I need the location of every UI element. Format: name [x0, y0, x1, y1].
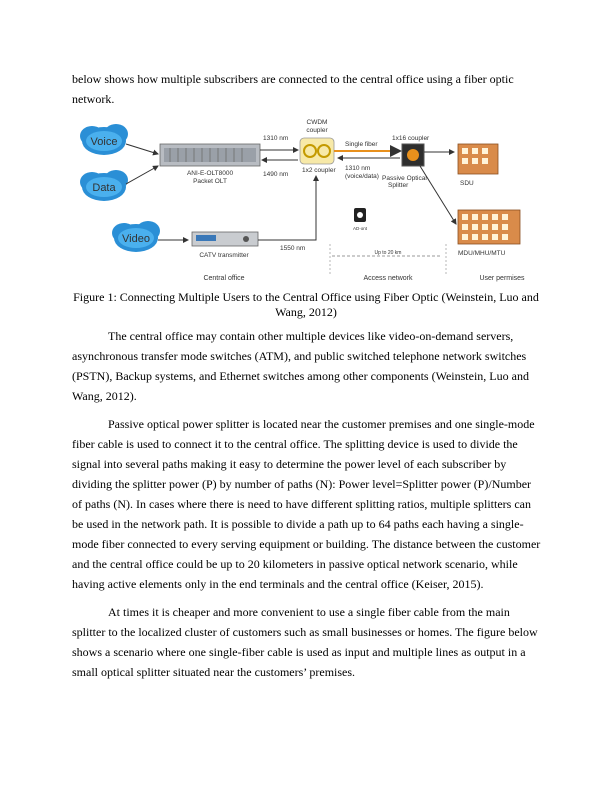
- nm1310-voice-data-label: 1310 nm: [345, 165, 370, 172]
- central-office-label: Central office: [203, 275, 244, 282]
- nm1550-label: 1550 nm: [280, 245, 305, 252]
- pon-network-figure: Voice Data Video: [80, 119, 525, 282]
- cwdm-sublabel: coupler: [306, 127, 328, 134]
- voice-label: Voice: [91, 136, 118, 148]
- splitter-sublabel: Splitter: [388, 182, 409, 189]
- olt-sublabel: Packet OLT: [193, 178, 227, 185]
- cwdm-coupler-icon: [299, 137, 335, 165]
- mdu-label: MDU/MHU/MTU: [458, 250, 506, 257]
- olt-device-icon: [159, 143, 261, 167]
- olt-label: ANI-E-OLT8000: [187, 170, 234, 177]
- data-label: Data: [92, 182, 116, 194]
- sdu-building-icon: [457, 143, 499, 175]
- splitter-label: Passive Optical: [382, 175, 427, 182]
- intro-paragraph: below shows how multiple subscribers are…: [72, 72, 514, 106]
- passive-optical-splitter-icon: [401, 143, 425, 167]
- cwdm-label: CWDM: [307, 119, 328, 126]
- body-paragraph: At times it is cheaper and more convenie…: [72, 605, 538, 679]
- video-cloud-icon: Video: [112, 221, 160, 252]
- ont-device-icon: [354, 208, 366, 222]
- coupler-1x16-label: 1x16 coupler: [392, 135, 430, 142]
- catv-transmitter-icon: [191, 231, 259, 247]
- nm1490-label: 1490 nm: [263, 171, 288, 178]
- access-network-label: Access network: [363, 275, 413, 282]
- mdu-building-icon: [457, 209, 521, 245]
- voice-data-label: (voice/data): [345, 173, 379, 180]
- body-paragraph: The central office may contain other mul…: [72, 329, 529, 403]
- body-paragraph: Passive optical power splitter is locate…: [72, 417, 541, 591]
- catv-label: CATV transmitter: [199, 252, 249, 259]
- nm1310-label: 1310 nm: [263, 135, 288, 142]
- coupler-1x2-label: 1x2 coupler: [302, 167, 336, 174]
- single-fiber-label: Single fiber: [345, 141, 378, 148]
- sdu-label: SDU: [460, 180, 474, 187]
- data-cloud-icon: Data: [80, 170, 128, 201]
- voice-cloud-icon: Voice: [80, 124, 128, 155]
- distance-label: Up to 20 km: [375, 250, 402, 256]
- figure-caption: Figure 1: Connecting Multiple Users to t…: [73, 290, 539, 319]
- ont-label: AD-ont: [353, 226, 368, 231]
- video-label: Video: [122, 233, 150, 245]
- user-premises-label: User permises: [479, 275, 525, 282]
